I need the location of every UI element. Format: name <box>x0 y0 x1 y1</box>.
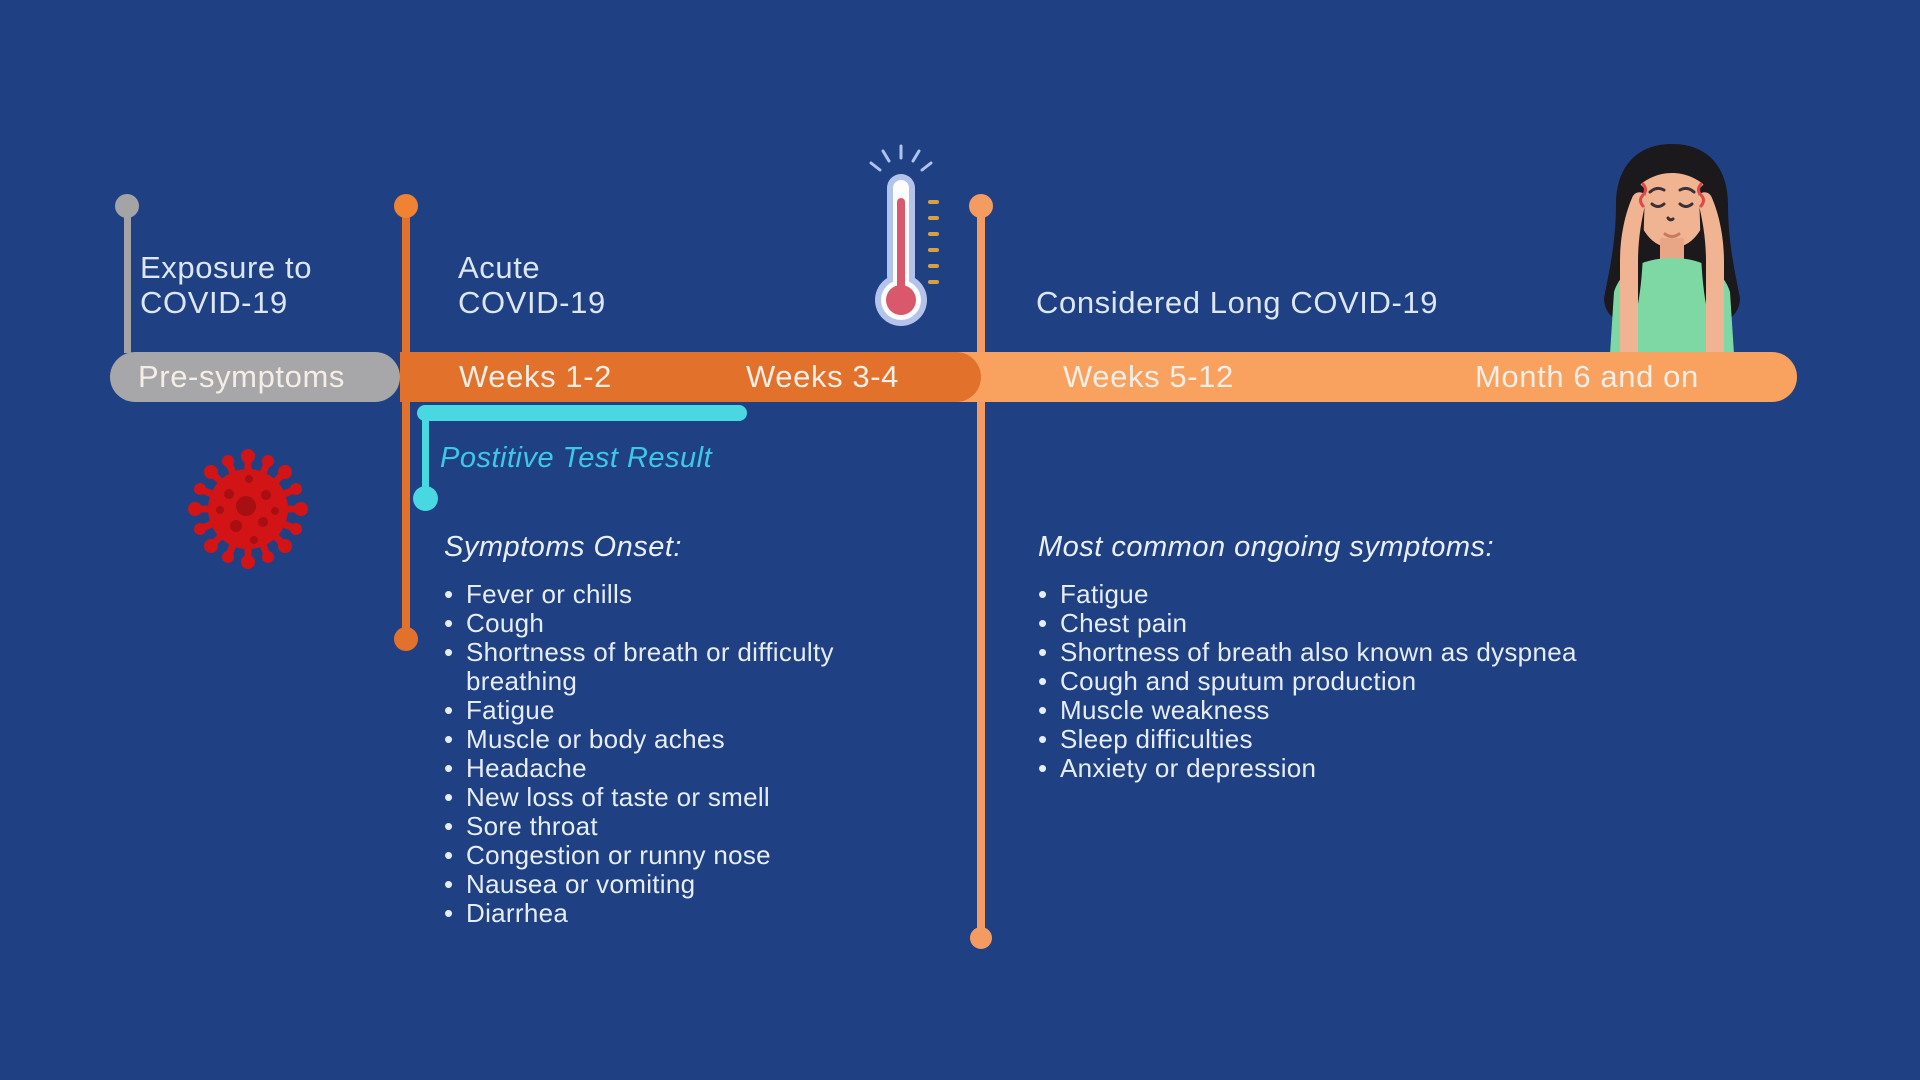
woman-headache-illustration <box>1604 144 1740 354</box>
list-item: Shortness of breath also known as dyspne… <box>1034 638 1634 668</box>
long-covid-marker-dot-bottom <box>970 927 992 949</box>
fever-thermometer-icon <box>869 144 939 326</box>
exposure-stage-header: Exposure to COVID-19 <box>140 250 312 320</box>
acute-marker-line <box>402 206 410 639</box>
list-item: Muscle weakness <box>1034 696 1634 726</box>
ongoing-symptoms-title: Most common ongoing symptoms: <box>1038 531 1495 563</box>
list-item: Anxiety or depression <box>1034 754 1634 784</box>
timeline-label-weeks-3-4: Weeks 3-4 <box>746 359 899 394</box>
list-item: Sore throat <box>440 812 890 842</box>
acute-marker-dot-bottom <box>394 627 418 651</box>
exposure-header-line2: COVID-19 <box>140 285 288 320</box>
list-item: Cough and sputum production <box>1034 667 1634 697</box>
positive-test-bracket-dot <box>413 486 438 511</box>
exposure-marker-dot <box>115 194 139 218</box>
symptoms-onset-title: Symptoms Onset: <box>444 531 682 563</box>
acute-header-line1: Acute <box>458 250 541 285</box>
exposure-header-line1: Exposure to <box>140 250 313 285</box>
list-item: Sleep difficulties <box>1034 725 1634 755</box>
long-covid-marker-line <box>977 206 985 938</box>
list-item: Chest pain <box>1034 609 1634 639</box>
list-item: Headache <box>440 754 890 784</box>
list-item: Muscle or body aches <box>440 725 890 755</box>
ongoing-symptoms-list: Fatigue Chest pain Shortness of breath a… <box>1034 580 1634 784</box>
acute-header-line2: COVID-19 <box>458 285 606 320</box>
list-item: Shortness of breath or difficulty breath… <box>440 638 890 696</box>
timeline-segment-pre-symptoms <box>110 352 400 402</box>
list-item: Congestion or runny nose <box>440 841 890 871</box>
long-covid-stage-header: Considered Long COVID-19 <box>1036 285 1439 320</box>
long-covid-marker-dot-top <box>969 194 993 218</box>
list-item: Nausea or vomiting <box>440 870 890 900</box>
list-item: Cough <box>440 609 890 639</box>
positive-test-label: Postitive Test Result <box>440 442 713 474</box>
list-item: Fever or chills <box>440 580 890 610</box>
timeline-label-weeks-1-2: Weeks 1-2 <box>459 359 612 394</box>
acute-marker-dot-top <box>394 194 418 218</box>
timeline-segment-acute <box>400 352 981 402</box>
list-item: Fatigue <box>440 696 890 726</box>
positive-test-bracket-bar <box>417 405 747 421</box>
acute-stage-header: Acute COVID-19 <box>458 250 606 320</box>
list-item: Diarrhea <box>440 899 890 929</box>
timeline-label-pre-symptoms: Pre-symptoms <box>138 359 346 394</box>
timeline-label-weeks-5-12: Weeks 5-12 <box>1063 359 1234 394</box>
exposure-marker-line <box>124 206 131 353</box>
list-item: Fatigue <box>1034 580 1634 610</box>
coronavirus-icon <box>188 449 308 569</box>
timeline-label-month-6-and-on: Month 6 and on <box>1475 359 1699 394</box>
symptoms-onset-list: Fever or chills Cough Shortness of breat… <box>440 580 890 929</box>
list-item: New loss of taste or smell <box>440 783 890 813</box>
positive-test-bracket-stem <box>422 417 429 489</box>
